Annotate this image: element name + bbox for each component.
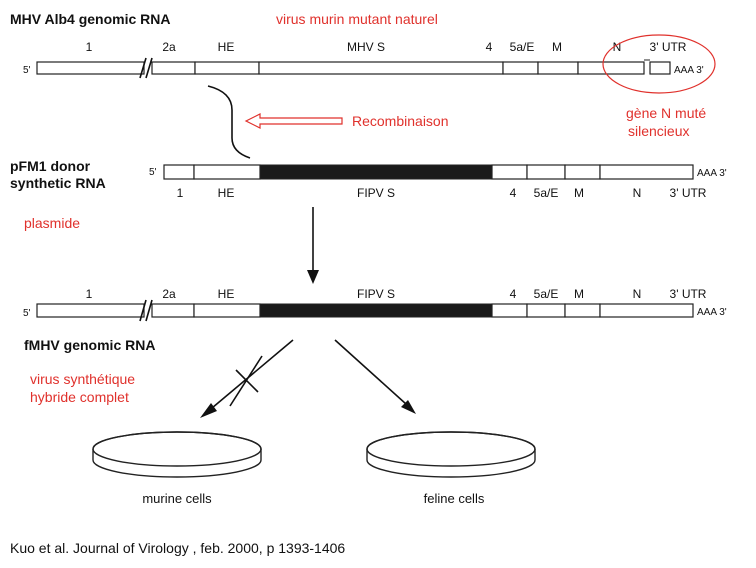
label-n-top: N (613, 40, 622, 54)
aaa-label-2: AAA 3' (697, 168, 727, 179)
feline-cells-label: feline cells (424, 491, 485, 506)
label-utr-pfm1: 3' UTR (670, 186, 707, 200)
label-5a-e-fmhv: 5a/E (534, 287, 559, 301)
fmhv-title: fMHV genomic RNA (24, 337, 155, 353)
arrow-to-feline (334, 339, 416, 414)
annotation-plasmide: plasmide (24, 215, 80, 231)
label-2a-fmhv: 2a (162, 287, 176, 301)
label-he-fmhv: HE (218, 287, 235, 301)
label-gene-4-pfm1: 4 (510, 186, 517, 200)
murine-cells-label: murine cells (142, 491, 212, 506)
label-gene-1-pfm1: 1 (177, 186, 184, 200)
label-gene-4-top: 4 (486, 40, 493, 54)
recombination-arrow (244, 113, 343, 129)
five-prime-label-3: 5' (23, 308, 31, 319)
annotation-recombinaison: Recombinaison (352, 113, 449, 129)
aaa-label-3: AAA 3' (697, 307, 727, 318)
mhv-alb4-genome-bar (36, 57, 671, 79)
label-5a-e-top: 5a/E (510, 40, 535, 54)
annotation-virus-murin: virus murin mutant naturel (276, 11, 438, 27)
mhv-alb4-title: MHV Alb4 genomic RNA (10, 11, 171, 27)
annotation-gene-n-line1: gène N muté (626, 105, 706, 121)
n-gene-highlight-ellipse (602, 34, 716, 94)
annotation-synthetique-line2: hybride complet (30, 389, 129, 405)
fmhv-genome-bar (36, 299, 694, 322)
citation: Kuo et al. Journal of Virology , feb. 20… (10, 540, 345, 556)
label-he-top: HE (218, 40, 235, 54)
murine-culture-dish (92, 431, 262, 478)
label-gene-1-top: 1 (86, 40, 93, 54)
aaa-label-1: AAA 3' (674, 65, 704, 76)
pfm1-genome-bar (163, 164, 694, 180)
label-he-pfm1: HE (218, 186, 235, 200)
annotation-gene-n-line2: silencieux (628, 123, 689, 139)
label-fipv-s-fmhv: FIPV S (357, 287, 395, 301)
five-prime-label-1: 5' (23, 65, 31, 76)
label-mhv-s: MHV S (347, 40, 385, 54)
label-5a-e-pfm1: 5a/E (534, 186, 559, 200)
label-utr-top: 3' UTR (650, 40, 687, 54)
label-gene-2a-top: 2a (162, 40, 176, 54)
label-utr-fmhv: 3' UTR (670, 287, 707, 301)
label-gene-4-fmhv: 4 (510, 287, 517, 301)
label-n-fmhv: N (633, 287, 642, 301)
pfm1-title-line1: pFM1 donor (10, 158, 91, 174)
label-fipv-s-pfm1: FIPV S (357, 186, 395, 200)
arrow-to-murine-blocked (200, 339, 294, 418)
label-m-fmhv: M (574, 287, 584, 301)
derivation-arrow (307, 207, 319, 284)
recombination-bracket (207, 85, 251, 159)
pfm1-title-line2: synthetic RNA (10, 175, 106, 191)
label-n-pfm1: N (633, 186, 642, 200)
label-m-pfm1: M (574, 186, 584, 200)
label-m-top: M (552, 40, 562, 54)
annotation-synthetique-line1: virus synthétique (30, 371, 135, 387)
feline-culture-dish (366, 431, 536, 478)
label-gene-1-fmhv: 1 (86, 287, 93, 301)
five-prime-label-2: 5' (149, 167, 157, 178)
